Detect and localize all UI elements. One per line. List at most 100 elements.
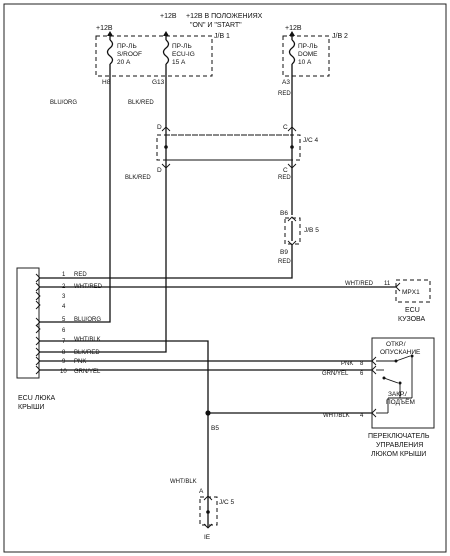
dome-fuse-line3: 10 А (298, 59, 312, 66)
jb1-label: J/B 1 (214, 33, 230, 40)
wire-label-wht-blk-ground: WHT/BLK (170, 479, 197, 485)
ecu-pin-4-num: 4 (62, 304, 66, 310)
switch-chevron-4 (371, 408, 377, 418)
jc4-box (156, 134, 301, 161)
jc4-c-bot-chevron (287, 163, 297, 169)
wire-label-wht-red: WHT/RED (345, 281, 374, 287)
sroof-fuse-symbol (106, 39, 114, 65)
wire-blk-red (40, 64, 167, 353)
ecu-pin-9-wire: PNK (74, 359, 86, 365)
connector-h8: H8 (102, 79, 111, 86)
jb5-label: J/B 5 (304, 227, 319, 234)
ecu-pin-1-num: 1 (62, 272, 66, 278)
sunroof-switch-box (371, 337, 435, 429)
ecu-pin-5-num: 5 (62, 317, 66, 323)
jc5-bot-chevron (203, 523, 213, 529)
ecu-pin-6-num: 6 (62, 328, 66, 334)
ecu-body-line1: ECU (405, 307, 420, 314)
switch-chevron-6 (371, 365, 377, 375)
ecu-pin-9-num: 9 (62, 359, 66, 365)
jc4-c-top-chevron (287, 126, 297, 132)
ecu-pin-5-wire: BLU/ORG (74, 317, 101, 323)
switch-open-line2: ОПУСКАНИЕ (380, 349, 421, 356)
switch-name-line3: ЛЮКОМ КРЫШИ (371, 451, 426, 458)
ecu-pin-1-wire: RED (74, 272, 87, 278)
ecu-pin-7-wire: WHT/BLK (74, 337, 101, 343)
dome-fuse-line1: ПР-ЛЬ (298, 43, 318, 50)
jc5-label: J/C 5 (219, 499, 235, 506)
ignition-note-line2: "ON" И "START" (190, 22, 242, 29)
switch-close-line1: ЗАКР./ (388, 391, 407, 398)
jc4-d-bot-chevron (161, 163, 171, 169)
jb2-label: J/B 2 (332, 33, 348, 40)
mpx1-chevron (395, 282, 401, 292)
ecu-pin-3-num: 3 (62, 294, 66, 300)
ecu-sunroof-box (16, 267, 40, 379)
mpx1-label: MPX1 (402, 289, 420, 296)
mpx1-box (395, 279, 431, 303)
ecu-body-line2: КУЗОВА (398, 316, 425, 323)
ecuig-arrow-icon (163, 31, 169, 36)
connector-a-bottom: A (199, 488, 204, 495)
power-label-mid: +12В (160, 13, 177, 20)
switch-close-line2: ПОДЪЁМ (386, 398, 415, 406)
wire-label-blu-org: BLU/ORG (50, 100, 77, 106)
dome-fuse-symbol (288, 39, 296, 65)
jc4-d-junction (164, 145, 168, 149)
connector-b9: B9 (280, 249, 288, 256)
ecu-sunroof-title-line1: ECU ЛЮКА (18, 395, 55, 402)
jc4-label: J/C 4 (303, 137, 319, 144)
wire-blu-org (40, 64, 111, 323)
ecu-pin-7-num: 7 (62, 339, 66, 345)
mpx-pin-11: 11 (384, 281, 391, 287)
sroof-arrow-icon (107, 31, 113, 36)
wire-label-red-jc4: RED (278, 175, 291, 181)
sroof-fuse-line1: ПР-ЛЬ (117, 43, 137, 50)
wire-label-red-b9: RED (278, 259, 291, 265)
connector-c-bottom: C (283, 167, 288, 174)
jb1-box (95, 35, 213, 77)
switch-pin-8: 8 (360, 361, 364, 367)
ecuig-fuse-symbol (162, 39, 170, 65)
wire-label-grn-yel: GRN/YEL (322, 371, 349, 377)
connector-a3: A3 (282, 79, 290, 86)
ecuig-fuse-line3: 15 А (172, 59, 186, 66)
wire-wht-blk-ecu (40, 340, 209, 413)
switch-name-line1: ПЕРЕКЛЮЧАТЕЛЬ (368, 433, 430, 440)
connector-b5: B5 (211, 425, 219, 432)
ecuig-fuse-line2: ECU-IG (172, 51, 195, 58)
switch-pin-4: 4 (360, 413, 364, 419)
switch-pin-6: 6 (360, 371, 364, 377)
jc4-d-top-chevron (161, 126, 171, 132)
ecuig-fuse-line1: ПР-ЛЬ (172, 43, 192, 50)
ignition-note-line1: +12В В ПОЛОЖЕНИЯХ (186, 13, 263, 20)
dome-fuse-line2: DOME (298, 51, 318, 58)
switch-contacts (376, 354, 414, 414)
power-label-left: +12В (96, 25, 113, 32)
sroof-fuse-line3: 20 А (117, 59, 131, 66)
jc5-top-chevron (203, 495, 213, 501)
wire-red-lower (40, 245, 293, 279)
switch-open-line1: ОТКР./ (386, 341, 406, 348)
wire-label-red-a3: RED (278, 91, 291, 97)
ecu-sunroof-title-line2: КРЫШИ (18, 404, 44, 411)
jb5-top-chevron (287, 216, 297, 222)
ecu-pin-8-wire: BLK/RED (74, 350, 100, 356)
ecu-pin-10-wire: GRN/YEL (74, 369, 101, 375)
switch-chevron-8 (371, 356, 377, 366)
connector-d-bottom: D (157, 167, 162, 174)
jb5-bot-chevron (287, 240, 297, 246)
dome-arrow-icon (289, 31, 295, 36)
connector-d-top: D (157, 124, 162, 131)
power-label-right: +12В (285, 25, 302, 32)
connector-b6: B6 (280, 210, 288, 217)
wire-label-pnk: PNK (341, 361, 353, 367)
diagram-frame (3, 3, 447, 553)
jc4-c-junction (290, 145, 294, 149)
ecu-pin-10-num: 10 (60, 369, 67, 375)
connector-g13: G13 (152, 79, 165, 86)
wire-label-wht-blk-switch: WHT/BLK (323, 413, 350, 419)
ecu-pin-8-num: 8 (62, 350, 66, 356)
switch-name-line2: УПРАВЛЕНИЯ (376, 442, 423, 449)
connector-ie: IE (204, 534, 211, 541)
